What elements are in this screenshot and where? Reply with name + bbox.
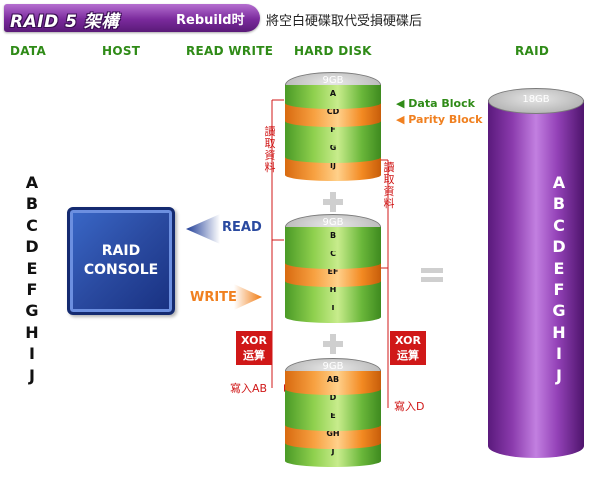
column-raid: RAID [515,44,550,58]
data-letter-f: F [26,280,38,300]
write-d-label: 寫入D [394,400,425,413]
legend-data-block: ◀ Data Block [396,97,475,110]
read-label: READ [222,220,262,235]
raid-volume-top [488,88,584,114]
raid-letter-d: D [552,237,566,257]
raid-console-label: RAID CONSOLE [67,242,175,280]
xor-title-left: XOR [241,334,267,347]
read-arrow-icon [186,214,220,244]
data-letter-e: E [26,258,38,278]
raid-letter-c: C [553,215,565,235]
rebuild-label: Rebuild时 [176,13,245,28]
xor-box-left: XOR 运算 [236,331,272,365]
disk-capacity: 9GB [322,217,344,228]
data-letter-j: J [29,365,35,385]
raid-capacity: 18GB [522,94,550,105]
data-letter-a: A [25,173,39,192]
xor-box-right: XOR 运算 [390,331,426,365]
raid-letter-b: B [552,194,566,214]
data-letter-c: C [26,215,38,235]
data-block-b: B [285,227,381,251]
column-hard-disk: HARD DISK [294,44,372,58]
data-block-a: A [285,85,381,109]
header-bar [4,4,260,32]
raid-letter-h: H [552,322,566,342]
write-label: WRITE [190,290,237,305]
raid-letter-j: J [556,365,562,385]
read-data-right-label: 讀取資料 [383,161,395,210]
legend-parity-block: ◀ Parity Block [396,113,483,126]
console-line2: CONSOLE [83,262,159,278]
plus-icon-1-h [323,199,343,205]
data-letter-g: G [25,301,39,321]
raid-letter-f: F [553,280,565,300]
raid-console [67,207,175,315]
raid-letter-e: E [553,258,565,278]
disk-capacity: 9GB [322,75,344,86]
write-arrow-icon [234,284,262,310]
console-line1: RAID [101,243,141,259]
xor-title-right: XOR [395,334,421,347]
column-read-write: READ WRITE [186,44,274,58]
equals-icon [421,268,443,273]
xor-op-right: 运算 [397,349,419,362]
parity-block-ab: AB [285,371,381,395]
xor-op-left: 运算 [243,349,265,362]
column-data: DATA [10,44,47,58]
raid-letter-i: I [556,344,562,364]
data-letter-h: H [25,322,39,342]
data-letter-d: D [25,237,39,257]
raid-letter-g: G [552,301,566,321]
header-description: 將空白硬碟取代受損硬碟后 [266,14,423,29]
disk-capacity: 9GB [322,361,344,372]
equals-icon-lower [421,277,443,282]
data-letter-b: B [25,194,39,214]
page-title: RAID 5 架構 [10,12,119,32]
raid-volume [488,100,584,446]
raid-letter-a: A [552,173,566,192]
plus-icon-2-h [323,341,343,347]
write-ab-label: 寫入AB [230,382,268,395]
read-data-left-label: 讀取資料 [264,125,276,174]
column-host: HOST [102,44,141,58]
data-letter-i: I [29,344,35,364]
